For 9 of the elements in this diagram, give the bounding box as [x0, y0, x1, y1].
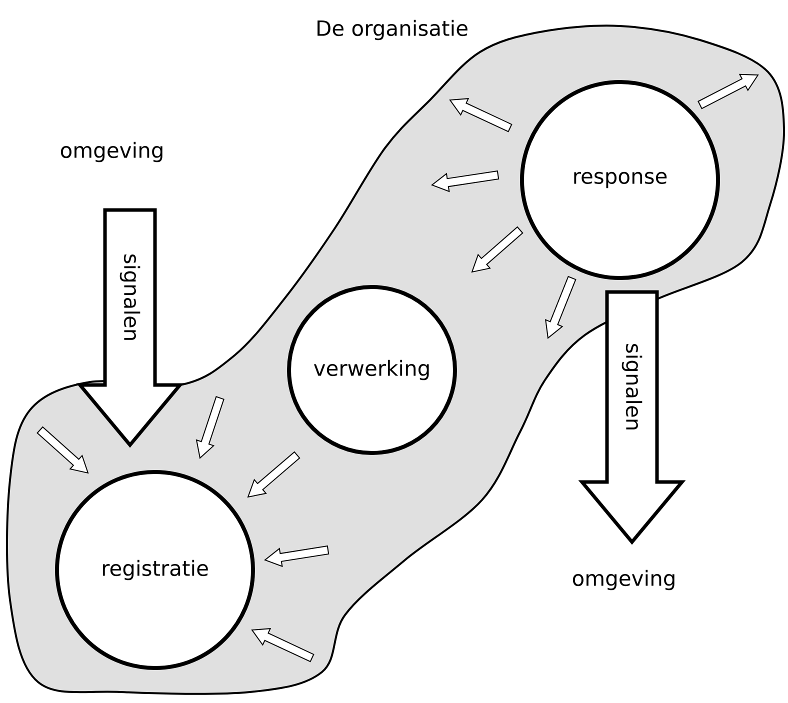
- environment-label: omgeving: [60, 142, 162, 162]
- environment-label: omgeving: [572, 570, 674, 590]
- area-title: De organisatie: [318, 20, 468, 40]
- block-arrow: [578, 290, 686, 545]
- hollow-arrow: [471, 226, 524, 273]
- edge-label: signalen: [622, 344, 642, 430]
- hollow-arrow: [247, 451, 300, 498]
- edge-label: signalen: [120, 254, 140, 340]
- block-arrow: [76, 208, 184, 448]
